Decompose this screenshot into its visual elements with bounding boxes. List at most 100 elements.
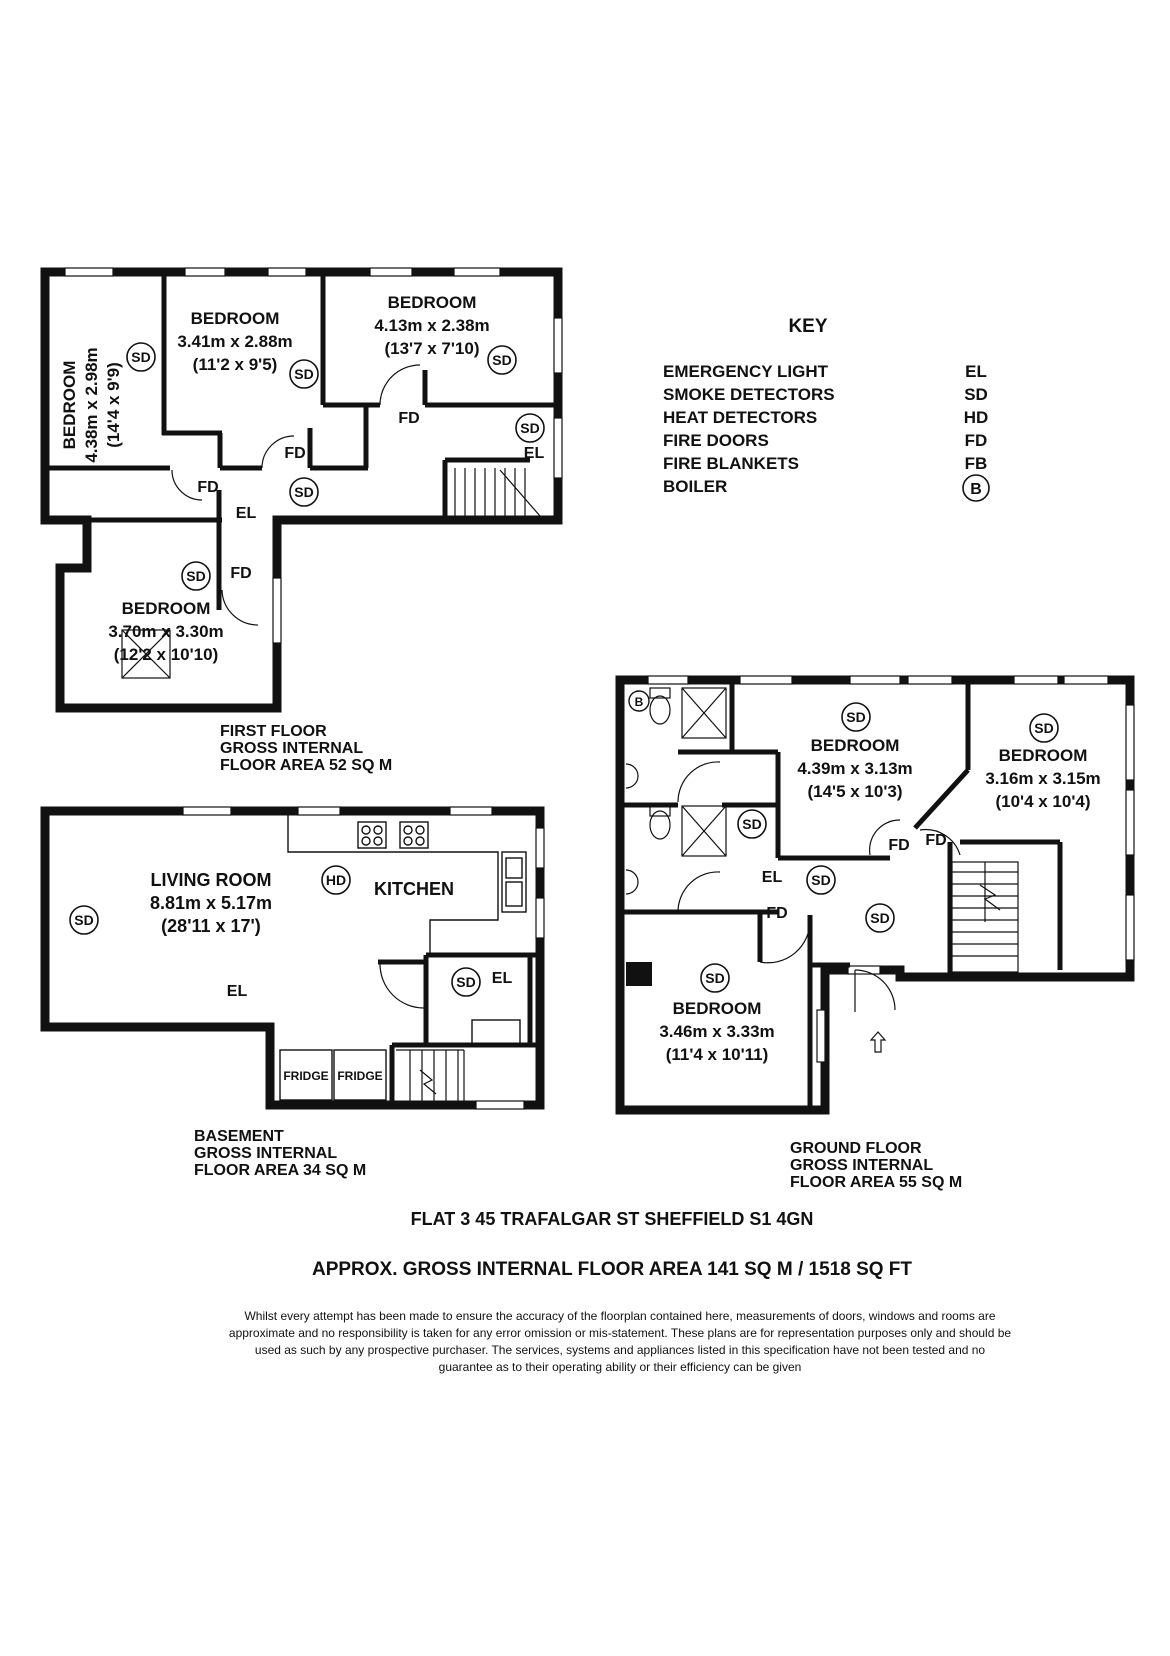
emergency-light-marker: EL <box>524 445 545 462</box>
room-size-metric: 3.16m x 3.15m <box>985 769 1100 788</box>
key-item-code: FB <box>965 454 988 473</box>
room-name: BEDROOM <box>60 361 79 450</box>
key-title: KEY <box>788 316 827 337</box>
fire-door-marker: FD <box>766 905 787 922</box>
window <box>647 675 1135 1063</box>
boiler-code: B <box>635 695 644 709</box>
room-size-imperial: (13'7 x 7'10) <box>384 339 479 358</box>
staircase <box>454 468 541 517</box>
floor-area-label: GROSS INTERNAL <box>220 740 363 757</box>
floor-area-label: BASEMENT <box>194 1128 284 1145</box>
fridge-label: FRIDGE <box>337 1069 382 1083</box>
boiler-code: B <box>970 481 982 498</box>
disclaimer-line: Whilst every attempt has been made to en… <box>244 1309 996 1323</box>
smoke-detector-code: SD <box>742 816 761 832</box>
key-item-label: HEAT DETECTORS <box>663 408 817 427</box>
disclaimer-line: guarantee as to their operating ability … <box>438 1360 802 1374</box>
floor-area-label: FLOOR AREA 55 SQ M <box>790 1174 962 1191</box>
key-legend: KEY EMERGENCY LIGHT EL SMOKE DETECTORS S… <box>663 316 990 502</box>
emergency-light-marker: EL <box>492 970 513 987</box>
key-item-label: EMERGENCY LIGHT <box>663 362 829 381</box>
basement-plan: FRIDGE FRIDGE LIVING ROOM 8.81m x 5.17m … <box>40 806 545 1179</box>
bathroom-fixture <box>625 687 727 895</box>
smoke-detector-symbol <box>126 342 545 591</box>
window <box>64 267 563 644</box>
key-item-label: FIRE BLANKETS <box>663 454 799 473</box>
fire-door-marker: FD <box>284 445 305 462</box>
skylight <box>121 629 171 679</box>
fire-door-marker: FD <box>888 837 909 854</box>
interior-wall <box>45 274 558 610</box>
fridge-label: FRIDGE <box>283 1069 328 1083</box>
fire-door-marker: FD <box>398 410 419 427</box>
smoke-detector-code: SD <box>294 366 313 382</box>
room-size-metric: 4.38m x 2.98m <box>82 347 101 462</box>
emergency-light-marker: EL <box>227 983 248 1000</box>
room-name: BEDROOM <box>673 999 762 1018</box>
disclaimer: Whilst every attempt has been made to en… <box>175 1308 1065 1376</box>
interior-wall <box>378 952 540 1105</box>
interior-wall <box>622 682 1063 1108</box>
boiler-symbol <box>628 690 650 712</box>
room-name: BEDROOM <box>191 309 280 328</box>
floor-area-label: FIRST FLOOR <box>220 723 327 740</box>
fire-door-marker: FD <box>925 832 946 849</box>
room-size-metric: 4.39m x 3.13m <box>797 759 912 778</box>
room-name: KITCHEN <box>374 879 454 899</box>
ground-floor-plan: B BEDROOM 4.39m x 3.13m (14' <box>615 675 1135 1191</box>
key-item-code: HD <box>964 408 989 427</box>
disclaimer-line: used as such by any prospective purchase… <box>254 1343 986 1357</box>
room-size-imperial: (14'4 x 9'9) <box>104 362 123 448</box>
room-name: LIVING ROOM <box>151 870 272 890</box>
fridge <box>279 1049 387 1101</box>
floor-area-label: GROSS INTERNAL <box>194 1145 337 1162</box>
smoke-detector-code: SD <box>811 872 830 888</box>
room-name: BEDROOM <box>122 599 211 618</box>
first-floor-plan: BEDROOM 4.38m x 2.98m (14'4 x 9'9) BEDRO… <box>40 267 563 774</box>
room-size-metric: 8.81m x 5.17m <box>150 893 272 913</box>
room-size-imperial: (10'4 x 10'4) <box>995 792 1090 811</box>
floor-area-label: GROSS INTERNAL <box>790 1157 933 1174</box>
room-size-imperial: (14'5 x 10'3) <box>807 782 902 801</box>
room-size-metric: 4.13m x 2.38m <box>374 316 489 335</box>
key-item-label: SMOKE DETECTORS <box>663 385 835 404</box>
key-item-label: FIRE DOORS <box>663 431 769 450</box>
emergency-light-marker: EL <box>762 869 783 886</box>
kitchen-counter <box>287 815 527 955</box>
appliance <box>471 1019 521 1045</box>
fire-door-marker: FD <box>230 565 251 582</box>
smoke-detector-code: SD <box>846 709 865 725</box>
property-address: FLAT 3 45 TRAFALGAR ST SHEFFIELD S1 4GN <box>411 1209 814 1229</box>
floor-area-label: FLOOR AREA 34 SQ M <box>194 1162 366 1179</box>
entrance-arrow-icon <box>869 1031 887 1053</box>
smoke-detector-code: SD <box>131 349 150 365</box>
emergency-light-marker: EL <box>236 505 257 522</box>
room-size-metric: 3.70m x 3.30m <box>108 622 223 641</box>
room-size-metric: 3.46m x 3.33m <box>659 1022 774 1041</box>
door-swing <box>677 761 961 1012</box>
room-size-imperial: (28'11 x 17') <box>161 916 261 936</box>
boiler-symbol <box>962 474 990 502</box>
smoke-detector-code: SD <box>456 974 475 990</box>
smoke-detector-code: SD <box>294 484 313 500</box>
smoke-detector-symbol <box>700 702 1059 993</box>
room-size-imperial: (11'4 x 10'11) <box>666 1045 769 1064</box>
smoke-detector-code: SD <box>870 910 889 926</box>
smoke-detector-code: SD <box>186 568 205 584</box>
smoke-detector-code: SD <box>705 970 724 986</box>
room-size-metric: 3.41m x 2.88m <box>177 332 292 351</box>
staircase <box>951 861 1019 973</box>
room-name: BEDROOM <box>388 293 477 312</box>
fire-door-marker: FD <box>197 479 218 496</box>
smoke-detector-code: SD <box>520 420 539 436</box>
disclaimer-line: approximate and no responsibility is tak… <box>228 1326 1012 1340</box>
staircase <box>396 1049 465 1101</box>
floor-area-label: FLOOR AREA 52 SQ M <box>220 757 392 774</box>
fireplace <box>626 962 652 986</box>
door-swing <box>171 364 421 626</box>
smoke-detector-code: SD <box>492 352 511 368</box>
key-item-code: EL <box>965 362 987 381</box>
window <box>182 806 545 1110</box>
exterior-wall <box>40 806 545 1110</box>
